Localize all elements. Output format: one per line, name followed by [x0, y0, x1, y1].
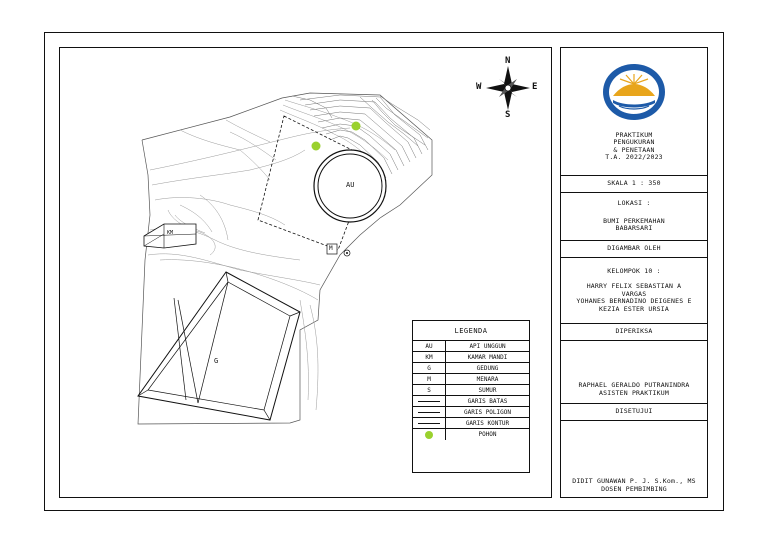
legend-row: GARIS KONTUR	[413, 418, 529, 429]
menara-marker	[326, 243, 338, 255]
legend-row: G GEDUNG	[413, 363, 529, 374]
member-3: KEZIA ESTER URSIA	[599, 304, 669, 313]
legend-desc: GARIS KONTUR	[465, 419, 510, 427]
location-cell: LOKASI : BUMI PERKEMAHAN BABARSARI	[561, 193, 707, 241]
contour-lines	[147, 99, 396, 411]
site-boundary	[137, 92, 433, 425]
lokasi-label: LOKASI :	[617, 199, 651, 208]
legend-row: GARIS POLIGON	[413, 407, 529, 418]
lokasi-line-1: BUMI PERKEMAHAN	[603, 216, 665, 225]
legend-desc: KAMAR MANDI	[467, 353, 508, 361]
compass-e: E	[532, 82, 538, 92]
tree-icon	[413, 429, 446, 440]
title-block-header: PRAKTIKUM PENGUKURAN & PENETAAN T.A. 202…	[561, 48, 707, 176]
checked-cell: DIPERIKSA	[561, 324, 707, 341]
drawing-sheet-border	[44, 32, 724, 511]
title-block: PRAKTIKUM PENGUKURAN & PENETAAN T.A. 202…	[560, 47, 708, 498]
legend-title: LEGENDA	[413, 321, 529, 341]
scale-cell: SKALA 1 : 350	[561, 176, 707, 193]
legend-symbol: AU	[413, 341, 446, 351]
legend-row: KM KAMAR MANDI	[413, 352, 529, 363]
legend-row: S SUMUR	[413, 385, 529, 396]
label-menara: M	[329, 245, 333, 252]
api-unggun-inner	[317, 153, 383, 219]
kelompok-label: KELOMPOK 10 :	[607, 266, 661, 275]
api-unggun-outer	[313, 149, 387, 223]
garis-batas-line-icon	[413, 396, 446, 406]
tree-marker	[351, 121, 361, 131]
garis-kontur-line-icon	[413, 418, 446, 428]
supervisor-role: DOSEN PEMBIMBING	[601, 484, 667, 493]
supervisor-cell: DIDIT GUNAWAN P. J. S.Kom., MS DOSEN PEM…	[561, 421, 707, 499]
assistant-role: ASISTEN PRAKTIKUM	[599, 388, 669, 397]
approved-label: DISETUJUI	[615, 407, 653, 416]
lokasi-line-2: BABARSARI	[615, 224, 653, 233]
legend-desc: GARIS POLIGON	[464, 408, 511, 416]
praktikum-line-2: PENGUKURAN	[613, 138, 655, 146]
supervisor-name: DIDIT GUNAWAN P. J. S.Kom., MS	[572, 477, 696, 485]
legend-table: LEGENDA AU API UNGGUN KM KAMAR MANDI G GEDU…	[412, 320, 530, 473]
member-2: YOHANES BERNADINO DEIGENES E	[576, 297, 692, 306]
label-kamar-mandi: KM	[167, 230, 174, 236]
scale-text: SKALA 1 : 350	[607, 179, 661, 188]
praktikum-line-4: T.A. 2022/2023	[605, 153, 663, 161]
north-arrow	[486, 66, 530, 110]
legend-desc: GEDUNG	[476, 364, 499, 372]
checked-label: DIPERIKSA	[615, 327, 653, 336]
praktikum-line-3: & PENETAAN	[613, 145, 655, 154]
legend-symbol: S	[413, 385, 446, 395]
group-cell: KELOMPOK 10 : HARRY FELIX SEBASTIAN A VA…	[561, 258, 707, 324]
university-logo-icon	[603, 63, 665, 120]
assistant-name: RAPHAEL GERALDO PUTRANINDRA	[578, 381, 690, 389]
garis-poligon-line-icon	[413, 407, 446, 417]
legend-desc: GARIS BATAS	[467, 397, 508, 405]
legend-desc: SUMUR	[478, 386, 497, 394]
legend-row: POHON	[413, 429, 529, 440]
legend-symbol: M	[413, 374, 446, 384]
legend-row: AU API UNGGUN	[413, 341, 529, 352]
legend-row: M MENARA	[413, 374, 529, 385]
polygon-line	[257, 115, 373, 251]
label-api-unggun: AU	[346, 181, 355, 189]
label-gedung: G	[214, 357, 219, 365]
member-1: HARRY FELIX SEBASTIAN A	[586, 282, 682, 291]
assistant-cell: RAPHAEL GERALDO PUTRANINDRA ASISTEN PRAK…	[561, 341, 707, 404]
compass-w: W	[476, 82, 482, 92]
legend-symbol: KM	[413, 352, 446, 362]
compass-n: N	[505, 56, 511, 66]
member-1-cont: VARGAS	[621, 289, 647, 298]
map-frame	[59, 47, 552, 498]
legend-row: GARIS BATAS	[413, 396, 529, 407]
legend-desc: API UNGGUN	[469, 342, 506, 350]
tree-marker	[311, 141, 321, 151]
legend-desc: POHON	[478, 431, 497, 438]
legend-desc: MENARA	[476, 375, 499, 383]
compass-s: S	[505, 110, 511, 120]
praktikum-line-1: PRAKTIKUM	[615, 130, 653, 139]
drawn-by-cell: DIGAMBAR OLEH	[561, 241, 707, 258]
drawn-by-label: DIGAMBAR OLEH	[607, 244, 661, 253]
approved-cell: DISETUJUI	[561, 404, 707, 421]
legend-symbol: G	[413, 363, 446, 373]
